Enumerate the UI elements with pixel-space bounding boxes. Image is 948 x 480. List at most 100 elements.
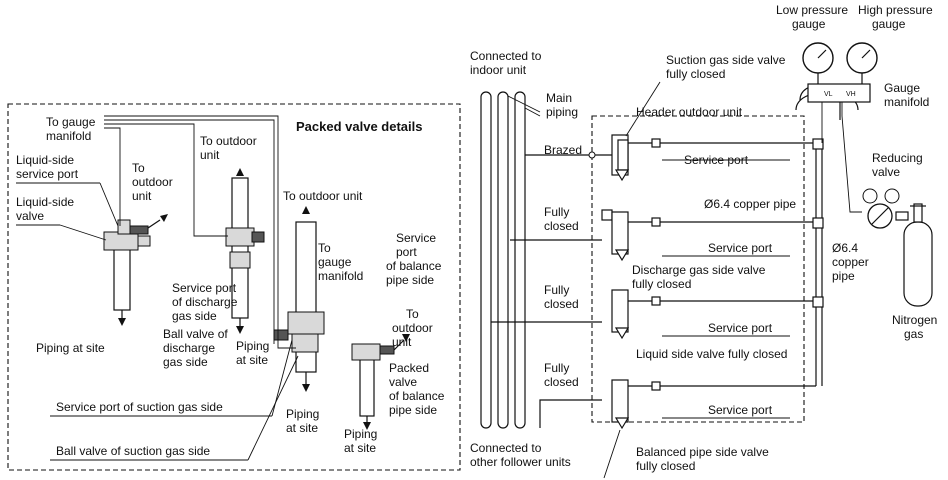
piping-at-site-mid-2: at site [236, 353, 268, 367]
service-port-label-3: Service port [708, 321, 773, 335]
header-outdoor-unit-frame [591, 115, 805, 423]
high-pressure-label-2: gauge [872, 17, 906, 31]
low-pressure-label-1: Low pressure [776, 3, 848, 17]
fully-closed-c-2: closed [544, 375, 579, 389]
ball-valve-discharge-2: discharge [163, 341, 215, 355]
suction-gas-valve-assembly [273, 206, 325, 392]
service-port-balance-2: port [396, 245, 417, 259]
main-piping-columns [480, 91, 526, 429]
reducing-valve-label-1: Reducing [872, 151, 923, 165]
liquid-valve-label: Liquid side valve fully closed [636, 347, 787, 361]
to-gauge-c-2: gauge [318, 255, 352, 269]
fully-closed-a-2: closed [544, 219, 579, 233]
liquid-valve-unit [491, 289, 816, 340]
to-outdoor-d-1: To [406, 307, 419, 321]
low-pressure-label-2: gauge [792, 17, 826, 31]
to-outdoor-a-1: To [132, 161, 145, 175]
to-gauge-c-1: To [318, 241, 331, 255]
service-port-discharge-3: gas side [172, 309, 217, 323]
liquid-service-port-label-1: Liquid-side [16, 153, 74, 167]
connected-follower-2: other follower units [470, 455, 571, 469]
nitrogen-cylinder [903, 203, 933, 307]
to-outdoor-a-3: unit [132, 189, 152, 203]
liquid-side-valve-assembly [103, 214, 168, 326]
gauge-manifold: VL VH [795, 42, 878, 120]
discharge-valve-unit [510, 209, 816, 262]
connected-indoor-2: indoor unit [470, 63, 527, 77]
service-port-balance-4: pipe side [386, 273, 434, 287]
to-gauge-manifold-label-2: manifold [46, 129, 91, 143]
piping-at-site-c-2: at site [286, 421, 318, 435]
service-port-suction-label: Service port of suction gas side [56, 400, 223, 414]
discharge-valve-label-1: Discharge gas side valve [632, 263, 766, 277]
main-piping-1: Main [546, 91, 572, 105]
nitrogen-label-2: gas [904, 327, 923, 341]
to-outdoor-c: To outdoor unit [283, 189, 363, 203]
gauge-manifold-label-1: Gauge [884, 81, 920, 95]
liquid-valve-label-2: valve [16, 209, 44, 223]
connected-follower-1: Connected to [470, 441, 542, 455]
brazed-label: Brazed [544, 143, 582, 157]
main-piping-2: piping [546, 105, 578, 119]
discharge-gas-valve-assembly [225, 168, 265, 334]
fully-closed-c-1: Fully [544, 361, 569, 375]
piping-at-site-d-1: Piping [344, 427, 377, 441]
ball-valve-discharge-1: Ball valve of [163, 327, 228, 341]
balanced-valve-label-1: Balanced pipe side valve [636, 445, 769, 459]
copper-pipe-label-1: Ø6.4 copper pipe [704, 197, 796, 211]
gauge-hoses [104, 115, 296, 349]
gauge-vl-label: VL [824, 91, 833, 98]
balanced-valve-label-2: fully closed [636, 459, 695, 473]
gauge-manifold-label-2: manifold [884, 95, 929, 109]
packed-valve-balance-4: pipe side [389, 403, 437, 417]
suction-valve-label-1: Suction gas side valve [666, 53, 786, 67]
packed-valve-details-panel: Packed valve details [7, 103, 461, 471]
copper-pipe-2-label-1: Ø6.4 [832, 241, 858, 255]
header-outdoor-unit-label: Header outdoor unit [636, 105, 743, 119]
packed-valve-balance-3: of balance [389, 389, 445, 403]
fully-closed-b-1: Fully [544, 283, 569, 297]
piping-at-site-mid-1: Piping [236, 339, 269, 353]
to-gauge-c-3: manifold [318, 269, 363, 283]
nitrogen-label-1: Nitrogen [892, 313, 937, 327]
system-diagram: VL VH Connected to indoor unit Main pipi… [470, 3, 937, 479]
copper-pipe-2-label-3: pipe [832, 269, 855, 283]
to-outdoor-d-3: unit [392, 335, 412, 349]
suction-valve-label-2: fully closed [666, 67, 725, 81]
ball-valve-suction-label: Ball valve of suction gas side [56, 444, 210, 458]
service-port-label-4: Service port [708, 403, 773, 417]
to-outdoor-d-2: outdoor [392, 321, 433, 335]
fully-closed-b-2: closed [544, 297, 579, 311]
to-outdoor-b-1: To outdoor [200, 134, 257, 148]
gauge-vh-label: VH [846, 91, 856, 98]
fully-closed-a-1: Fully [544, 205, 569, 219]
liquid-valve-label-1: Liquid-side [16, 195, 74, 209]
service-port-balance-1: Service [396, 231, 436, 245]
piping-at-site-d-2: at site [344, 441, 376, 455]
service-port-discharge-1: Service port [172, 281, 237, 295]
reducing-valve [862, 188, 909, 229]
piping-at-site-left: Piping at site [36, 341, 105, 355]
connected-indoor-1: Connected to [470, 49, 542, 63]
suction-valve-unit [525, 134, 816, 182]
discharge-valve-label-2: fully closed [632, 277, 691, 291]
packed-valve-dashed-frame [7, 103, 461, 471]
packed-valve-balance-1: Packed [389, 361, 429, 375]
to-gauge-manifold-label-1: To gauge [46, 115, 96, 129]
balance-pipe-valve-assembly [351, 334, 410, 430]
ball-valve-discharge-3: gas side [163, 355, 208, 369]
liquid-service-port-label-2: service port [16, 167, 79, 181]
packed-valve-balance-2: valve [389, 375, 417, 389]
service-port-label-2: Service port [708, 241, 773, 255]
to-outdoor-b-2: unit [200, 148, 220, 162]
service-port-discharge-2: of discharge [172, 295, 238, 309]
balance-valve-unit [539, 379, 816, 430]
service-port-balance-3: of balance [386, 259, 442, 273]
high-pressure-label-1: High pressure [858, 3, 933, 17]
to-outdoor-a-2: outdoor [132, 175, 173, 189]
piping-at-site-c-1: Piping [286, 407, 319, 421]
packed-valve-title: Packed valve details [296, 119, 422, 134]
copper-pipe-2-label-2: copper [832, 255, 869, 269]
reducing-valve-label-2: valve [872, 165, 900, 179]
